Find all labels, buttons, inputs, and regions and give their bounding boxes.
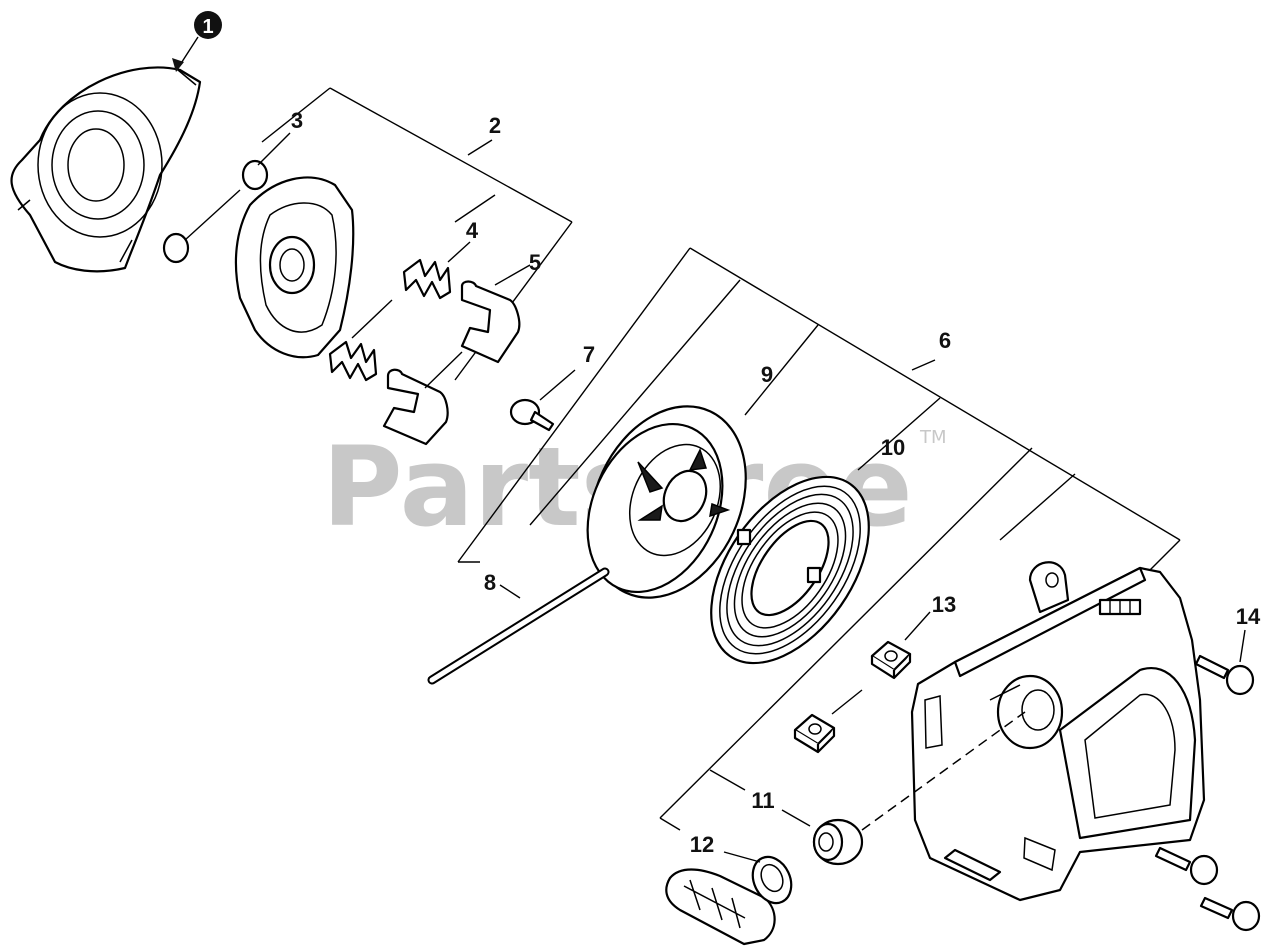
watermark-trademark: TM (919, 427, 947, 448)
label-5: 5 (529, 250, 541, 275)
callout-badge-1 (194, 11, 222, 39)
part-11-grommet (709, 711, 1026, 866)
label-4: 4 (466, 218, 479, 243)
callout-badge-label: 1 (202, 16, 213, 38)
part-2-ratchet-hub (234, 176, 355, 359)
part-9-rope-pulley (586, 405, 747, 599)
part-5-pawls (382, 264, 531, 446)
part-4-springs (328, 194, 496, 382)
starter-housing (910, 561, 1206, 902)
label-11: 11 (751, 788, 774, 813)
label-6: 6 (939, 328, 951, 353)
part-7-screw (509, 369, 576, 432)
label-7: 7 (583, 342, 595, 367)
part-3-circlips (162, 132, 291, 264)
part-14-bolts (1154, 629, 1261, 932)
label-10: 10 (881, 435, 905, 460)
part-13-nuts (793, 611, 931, 754)
label-3: 3 (291, 108, 303, 133)
part-10-recoil-spring (710, 475, 870, 665)
part-12-handle (659, 817, 793, 946)
label-8: 8 (484, 570, 496, 595)
label-2: 2 (489, 113, 501, 138)
part-1-cover-plate (10, 66, 202, 273)
part-8-rope (427, 567, 610, 685)
label-12: 12 (690, 832, 714, 857)
label-9: 9 (761, 362, 773, 387)
label-14: 14 (1236, 604, 1261, 629)
label-13: 13 (932, 592, 956, 617)
